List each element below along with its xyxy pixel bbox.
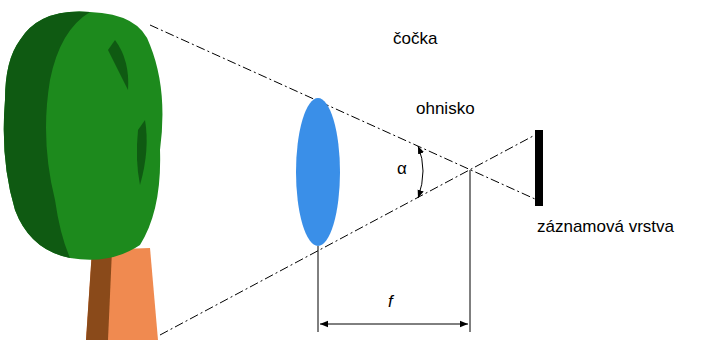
canopy-shade — [137, 120, 147, 185]
canopy-shade — [108, 40, 128, 90]
focal-length-label: f — [388, 293, 393, 312]
lens-label: čočka — [393, 30, 437, 49]
ray — [150, 25, 535, 199]
tree-canopy — [4, 12, 163, 260]
angle-label: α — [397, 160, 407, 179]
extension-line — [470, 170, 471, 332]
recording-layer-label: záznamová vrstva — [537, 218, 674, 237]
canopy-shade — [4, 12, 90, 258]
tree-trunk — [86, 248, 158, 340]
angle-arc — [418, 146, 423, 198]
trunk-shade — [86, 250, 112, 340]
dimension-line — [320, 324, 468, 325]
ray — [160, 135, 535, 335]
recording-layer — [535, 130, 543, 206]
extension-line — [318, 246, 319, 332]
focus-label: ohnisko — [416, 100, 475, 119]
lens — [296, 98, 340, 246]
